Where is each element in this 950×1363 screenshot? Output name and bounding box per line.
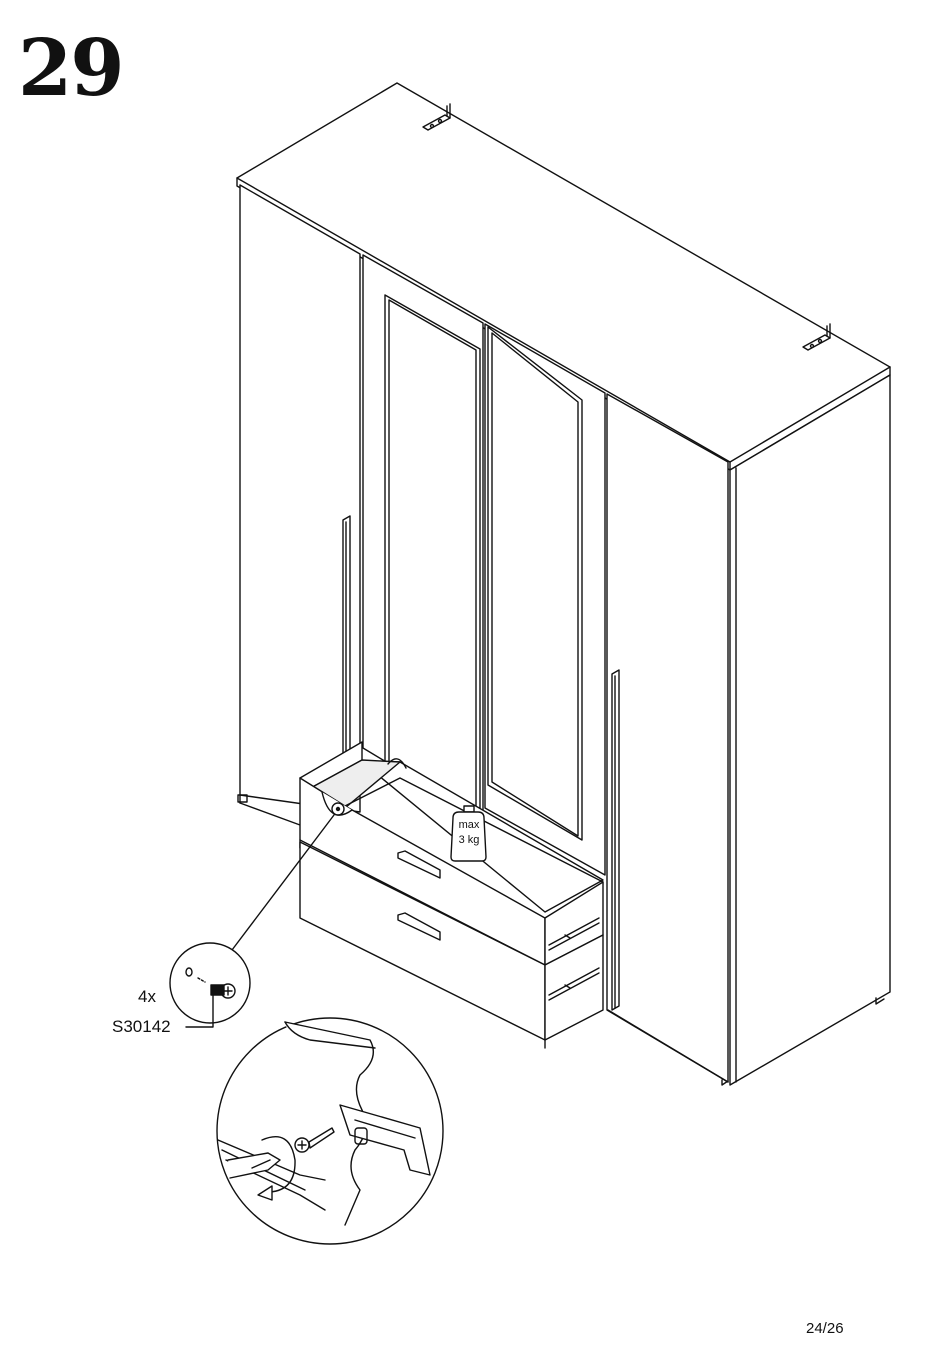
screw-callout <box>170 943 250 1023</box>
left-door <box>238 185 360 825</box>
mirror-door-right <box>485 324 605 875</box>
weight-limit-value: 3 kg <box>452 834 486 846</box>
step-number: 29 <box>18 30 123 108</box>
screw-location-marker <box>332 803 344 815</box>
hardware-quantity: 4x <box>138 987 156 1007</box>
right-door-handle <box>612 670 619 1010</box>
mirror-door-left <box>363 255 483 822</box>
detail-callout <box>217 1018 443 1244</box>
right-door <box>607 394 728 1082</box>
wardrobe-side-panel <box>722 375 890 1085</box>
hardware-part-code: S30142 <box>112 1017 171 1037</box>
left-door-handle <box>343 516 350 764</box>
weight-limit-label: max <box>455 819 483 831</box>
page-number: 24/26 <box>806 1320 844 1337</box>
